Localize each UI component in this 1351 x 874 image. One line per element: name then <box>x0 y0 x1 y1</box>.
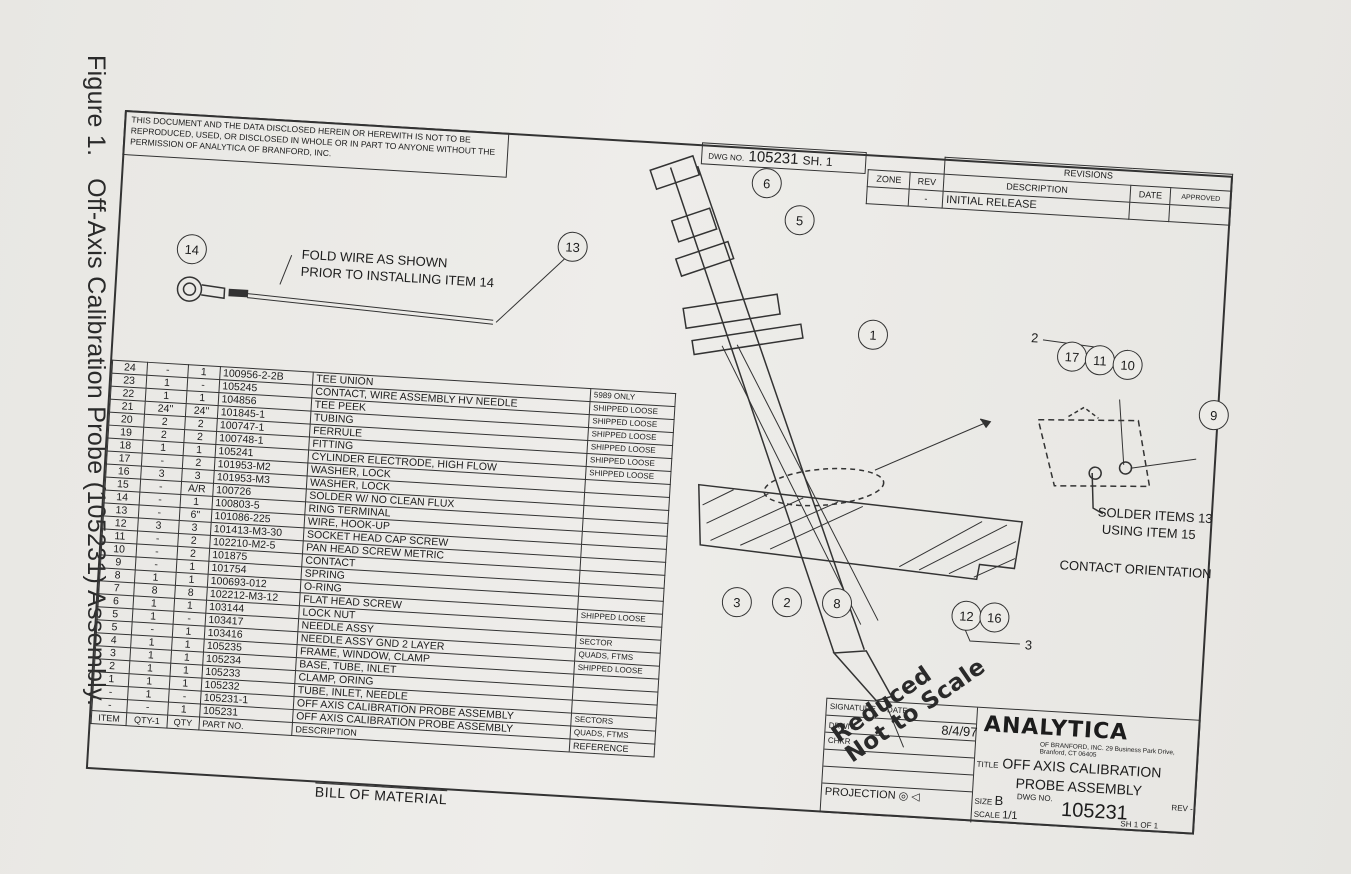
rev-field: REV - <box>1171 803 1193 813</box>
titleblock-dwg-number: 105231 <box>1060 798 1129 825</box>
title-label: TITLE <box>976 759 999 770</box>
fitting-shape <box>649 154 701 191</box>
probe-tip <box>832 650 893 702</box>
size-field: SIZE B <box>974 792 1004 809</box>
rev-label: REV <box>1171 803 1189 814</box>
rev-value: - <box>1189 804 1194 814</box>
drwn-date: 8/4/97 <box>940 722 978 740</box>
inlet-base-block <box>698 483 1024 581</box>
sheet-of-field: SH 1 OF 1 <box>1120 819 1159 831</box>
figure-caption: Figure 1. Off-Axis Calibration Probe (10… <box>82 55 110 706</box>
leader-label-2: 2 <box>1030 330 1039 346</box>
projection-label: PROJECTION <box>824 785 896 802</box>
contact-orientation-detail <box>1037 418 1151 488</box>
scale-label: SCALE <box>973 809 1001 821</box>
balloon-9: 9 <box>1197 399 1230 431</box>
bom-item: ITEM <box>91 710 128 726</box>
figure-title: Off-Axis Calibration Probe (105231) Asse… <box>82 178 110 707</box>
projection-symbol-icon: ◎ ◁ <box>898 790 921 804</box>
probe-tube-right <box>696 165 865 651</box>
scale-field: SCALE 1/1 <box>973 808 1018 823</box>
assembly-drawing <box>176 154 1197 748</box>
drawing-sheet: THIS DOCUMENT AND THE DATA DISCLOSED HER… <box>85 110 1273 857</box>
ring-terminal-shape <box>176 276 203 302</box>
bom-qty1: QTY-1 <box>126 712 168 729</box>
scale-value: 1/1 <box>1001 809 1018 823</box>
frame-shape <box>682 293 781 330</box>
probe-tube-left <box>669 167 835 654</box>
figure-number: Figure 1. <box>82 55 110 157</box>
dwg-no-label: DWG NO. <box>1016 792 1054 804</box>
solder-note: SOLDER ITEMS 13 USING ITEM 15 <box>1096 503 1213 544</box>
company-logo: ANALYTICA <box>983 712 1129 746</box>
size-label: SIZE <box>974 796 993 807</box>
size-value: B <box>994 792 1004 809</box>
leader-label-3: 3 <box>1024 637 1033 653</box>
bom-qty: QTY <box>166 715 200 730</box>
